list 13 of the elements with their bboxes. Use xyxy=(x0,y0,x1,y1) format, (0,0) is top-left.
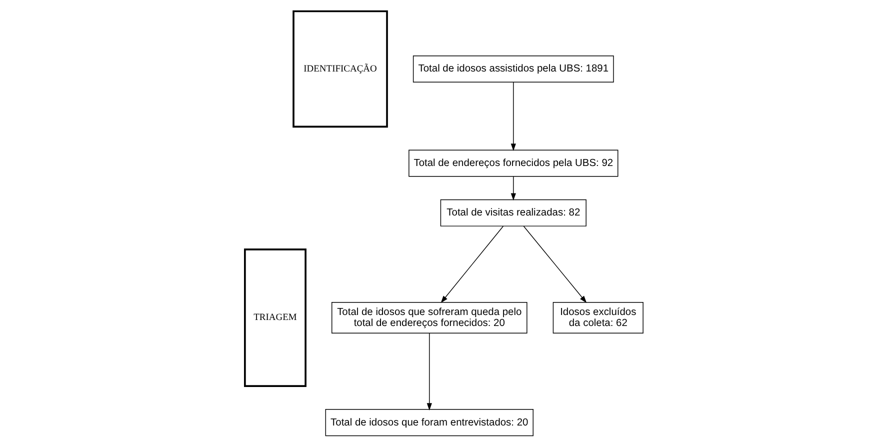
node-box: Total de visitas realizadas: 82 xyxy=(440,199,586,226)
arrow xyxy=(426,332,432,410)
node-box: TRIAGEM xyxy=(244,248,306,387)
node-box: IDENTIFICAÇÃO xyxy=(292,10,388,128)
node-box: Total de idosos assistidos pela UBS: 1891 xyxy=(412,55,614,82)
arrow xyxy=(522,226,586,304)
node-box: Idosos excluídos da coleta: 62 xyxy=(552,302,643,334)
node-box: Total de idosos que foram entrevistados: 20 xyxy=(324,409,533,436)
arrow xyxy=(510,176,516,201)
arrow xyxy=(440,226,504,304)
node-box: Total de idosos que sofreram queda pelo total de endereços fornecidos: 20 xyxy=(331,302,527,334)
node-box: Total de endereços fornecidos pela UBS: 92 xyxy=(408,150,618,177)
arrow xyxy=(510,82,516,151)
